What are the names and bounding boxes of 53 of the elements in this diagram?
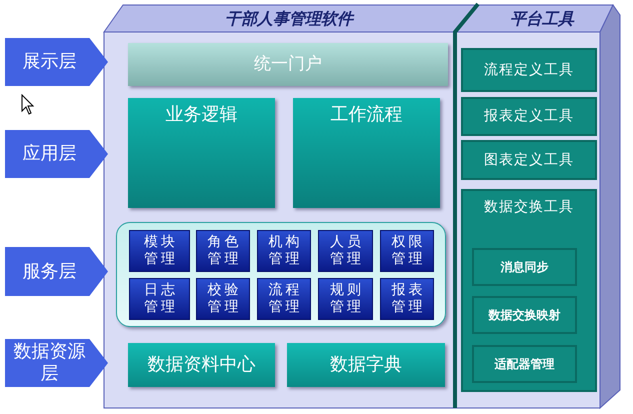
module-box	[257, 230, 311, 272]
panel-title: 干部人事管理软件	[224, 9, 356, 28]
data-box	[287, 343, 445, 387]
module-box	[257, 278, 311, 320]
box-label: 图表定义工具	[484, 152, 574, 168]
tool-box	[461, 97, 597, 136]
box-label: 报表定义工具	[484, 108, 574, 125]
box-label: 业务逻辑	[166, 104, 238, 126]
exchange-function-box	[472, 345, 577, 383]
box-label: 机构管理	[268, 234, 304, 268]
module-box	[380, 278, 434, 320]
box-label: 流程定义工具	[484, 62, 574, 78]
box-label: 人员管理	[329, 234, 365, 268]
exchange-function-box	[472, 248, 577, 286]
tools-panel	[455, 5, 620, 408]
box-label: 权限管理	[390, 234, 426, 268]
box-label: 流程管理	[268, 282, 304, 316]
box-label: 校验管理	[206, 282, 242, 316]
exchange-function-box	[472, 296, 577, 334]
module-box	[129, 230, 190, 272]
box-label: 数据资料中心	[148, 354, 256, 376]
layer-label: 数据资源层	[12, 341, 86, 385]
module-box	[196, 230, 250, 272]
module-box	[129, 278, 190, 320]
box-label: 角色管理	[206, 234, 242, 268]
exchange-tool-box	[461, 189, 597, 392]
panel-title: 平台工具	[509, 9, 576, 28]
tool-box	[461, 48, 597, 92]
module-box	[318, 278, 373, 320]
layer-label: 展示层	[22, 51, 76, 73]
box-label: 报表管理	[390, 282, 426, 316]
data-box	[128, 343, 275, 387]
layer-label: 服务层	[22, 260, 76, 282]
software-panel	[104, 5, 478, 408]
module-box	[380, 230, 434, 272]
box-label: 规则管理	[329, 282, 365, 316]
module-box	[318, 230, 373, 272]
layer-label: 应用层	[22, 143, 76, 165]
box-label: 适配器管理	[494, 356, 554, 372]
module-box	[196, 278, 250, 320]
box-label: 统一门户	[254, 54, 322, 75]
box-label: 数据交换工具	[484, 199, 574, 216]
box-label: 工作流程	[330, 104, 402, 126]
service-container	[116, 222, 446, 327]
box-label: 模块管理	[143, 234, 179, 268]
box-label: 日志管理	[143, 282, 179, 316]
tool-box	[461, 140, 597, 180]
box-label: 消息同步	[500, 260, 548, 274]
box-label: 数据字典	[330, 354, 402, 376]
application-box	[128, 98, 275, 208]
application-box	[293, 98, 440, 208]
box-label: 数据交换映射	[488, 308, 560, 322]
portal-box	[128, 43, 448, 86]
